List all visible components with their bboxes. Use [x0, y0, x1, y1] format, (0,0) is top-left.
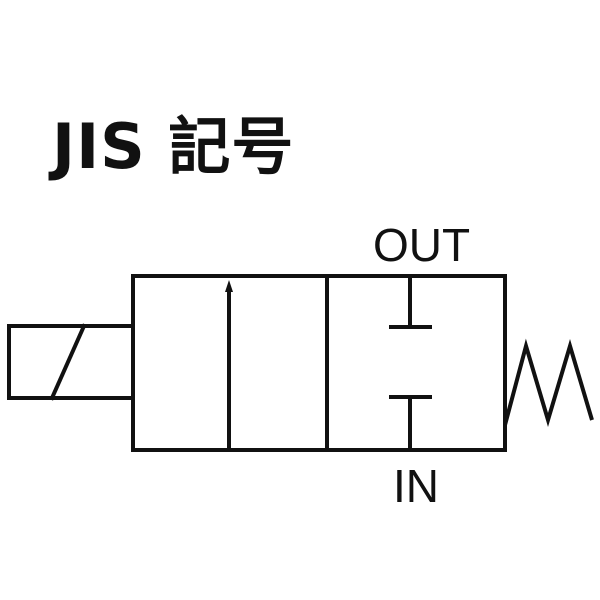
port-label-in: IN: [393, 460, 439, 512]
port-label-out: OUT: [373, 219, 471, 271]
solenoid-diagonal: [49, 323, 87, 401]
valve-body: [131, 274, 507, 452]
solenoid-actuator: [7, 324, 135, 400]
diagram-title: JIS 記号: [52, 110, 295, 183]
flow-arrow-head: [225, 280, 233, 292]
spring-return: [503, 338, 594, 428]
